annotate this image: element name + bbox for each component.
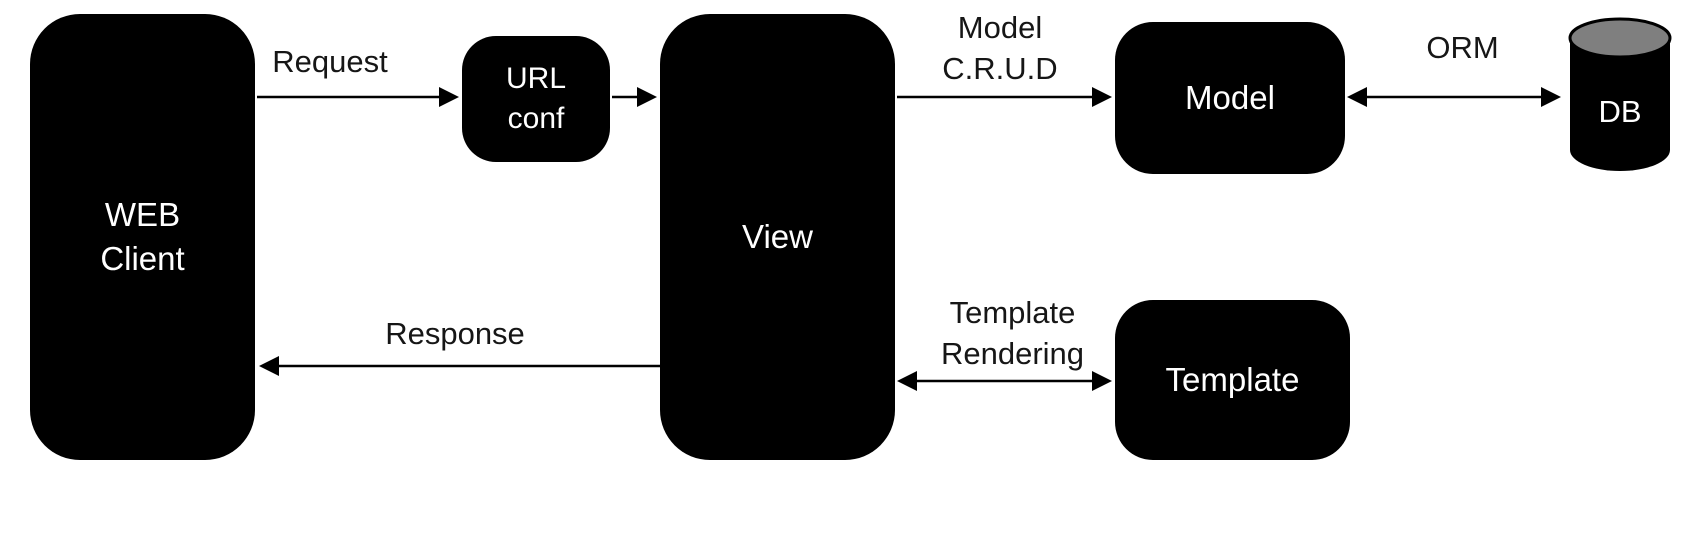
- template-rendering-label-line2: Rendering: [940, 335, 1085, 371]
- template-rendering-label-line1: Template: [949, 295, 1076, 330]
- web-client-label-line1: WEB: [104, 196, 181, 234]
- model-node: Model: [1115, 22, 1345, 174]
- model-crud-label-line2: C.R.U.D: [942, 50, 1058, 86]
- model-crud-edge-label: Model C.R.U.D: [900, 8, 1100, 90]
- template-rendering-edge-label: Template Rendering: [900, 293, 1125, 375]
- db-label: DB: [1598, 94, 1641, 129]
- url-conf-label-line1: URL: [505, 62, 566, 96]
- model-label: Model: [1185, 79, 1275, 117]
- response-edge-label: Response: [385, 316, 525, 351]
- template-label: Template: [1165, 361, 1300, 399]
- request-edge-label: Request: [272, 44, 388, 79]
- view-node: View: [660, 14, 895, 460]
- view-label: View: [742, 218, 813, 256]
- web-client-label-line2: Client: [100, 240, 185, 277]
- web-client-node: WEB Client: [30, 14, 255, 460]
- db-node: DB: [1563, 12, 1677, 178]
- orm-edge-label: ORM: [1426, 30, 1499, 65]
- db-cylinder-top: [1568, 17, 1672, 59]
- url-conf-label-line2: conf: [507, 102, 565, 135]
- db-cylinder-shape: DB: [1568, 17, 1672, 171]
- url-conf-node: URL conf: [462, 36, 610, 162]
- template-node: Template: [1115, 300, 1350, 460]
- model-crud-label-line1: Model: [957, 10, 1043, 45]
- db-cylinder-body: [1570, 38, 1670, 171]
